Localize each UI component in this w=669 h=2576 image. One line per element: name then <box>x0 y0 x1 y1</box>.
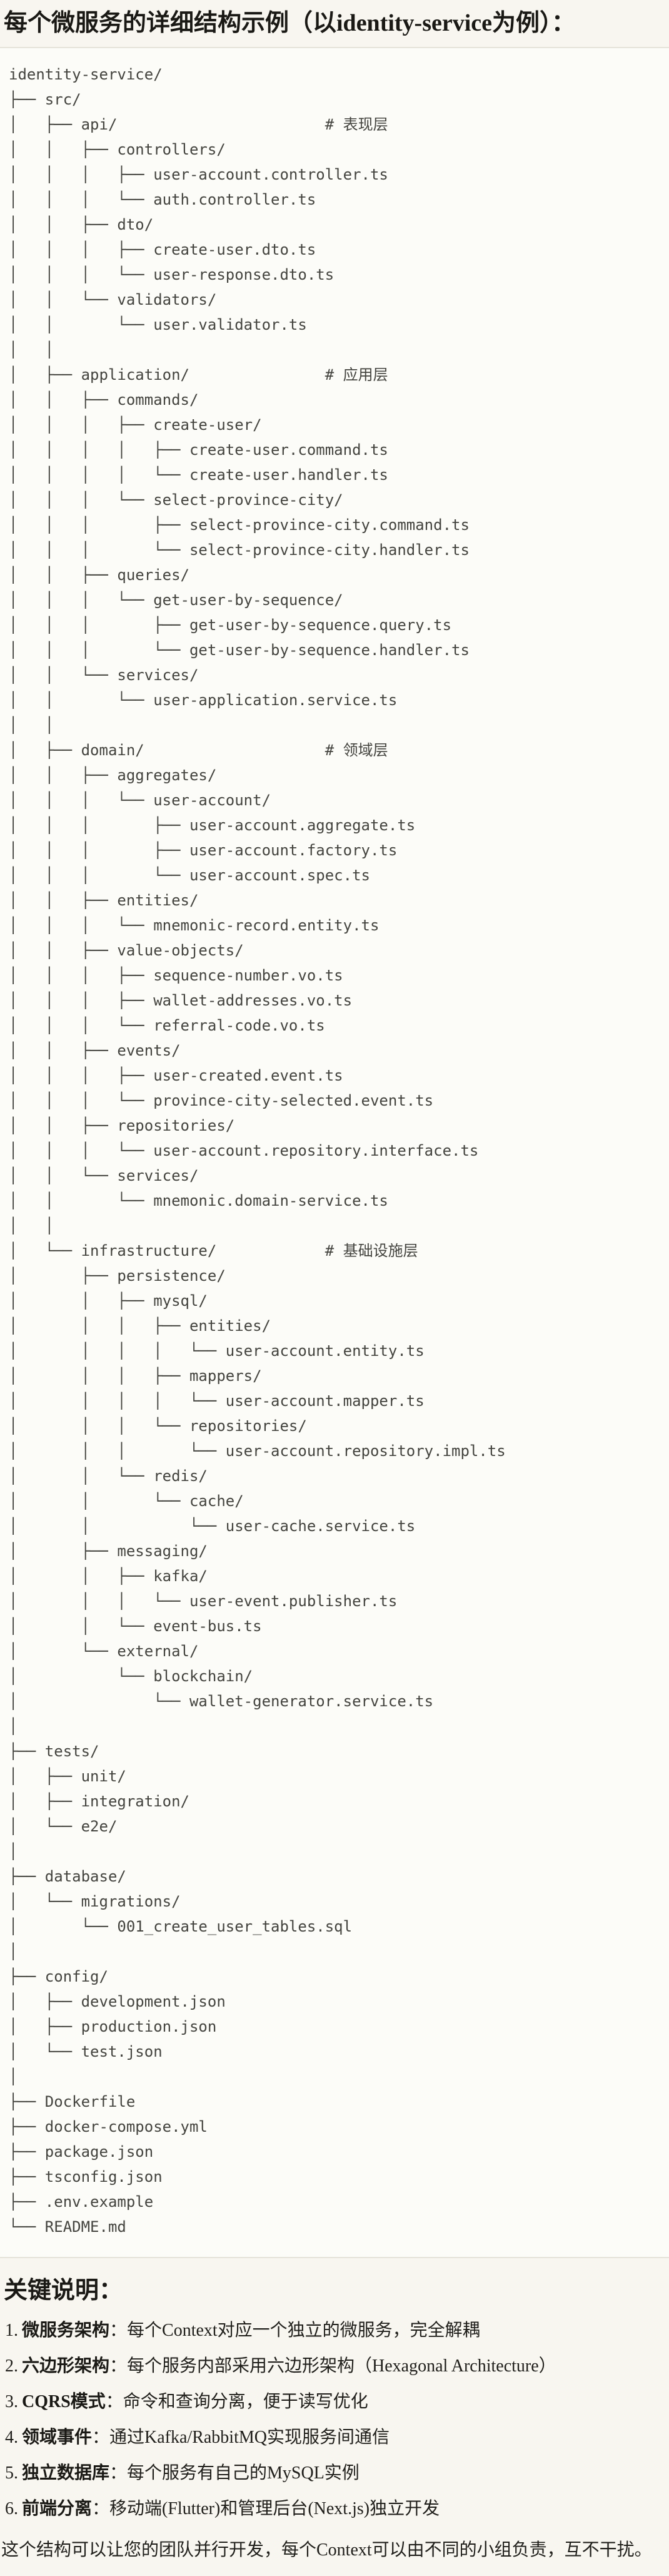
note-number: 2. <box>5 2356 18 2376</box>
note-description: ：每个Context对应一个独立的微服务，完全解耦 <box>109 2320 480 2340</box>
note-description: ：每个服务有自己的MySQL实例 <box>109 2463 360 2483</box>
note-item: 6.前端分离：移动端(Flutter)和管理后台(Next.js)独立开发 <box>5 2498 663 2521</box>
note-item: 3.CQRS模式：命令和查询分离，便于读写优化 <box>5 2391 663 2414</box>
note-description: ：移动端(Flutter)和管理后台(Next.js)独立开发 <box>92 2498 440 2518</box>
note-term: 领域事件 <box>22 2427 93 2447</box>
note-description: ：通过Kafka/RabbitMQ实现服务间通信 <box>92 2427 390 2447</box>
note-term: 微服务架构 <box>22 2320 110 2340</box>
note-term: 六边形架构 <box>22 2356 110 2376</box>
note-term: CQRS模式 <box>22 2391 106 2411</box>
note-number: 6. <box>5 2498 18 2518</box>
note-term: 独立数据库 <box>22 2463 110 2483</box>
notes-list: 1.微服务架构：每个Context对应一个独立的微服务，完全解耦 2.六边形架构… <box>0 2319 669 2521</box>
note-term: 前端分离 <box>22 2498 93 2518</box>
note-item: 5.独立数据库：每个服务有自己的MySQL实例 <box>5 2462 663 2485</box>
note-number: 1. <box>5 2320 18 2340</box>
note-number: 5. <box>5 2463 18 2483</box>
notes-title: 关键说明： <box>4 2278 123 2304</box>
note-item: 1.微服务架构：每个Context对应一个独立的微服务，完全解耦 <box>5 2319 663 2343</box>
note-number: 3. <box>5 2391 18 2411</box>
page-title: 每个微服务的详细结构示例（以identity-service为例）： <box>4 10 576 36</box>
directory-tree: identity-service/ ├── src/ │ ├── api/ # … <box>9 66 506 2236</box>
note-number: 4. <box>5 2427 18 2447</box>
code-block: identity-service/ ├── src/ │ ├── api/ # … <box>0 47 669 2259</box>
closing-paragraph: 这个结构可以让您的团队并行开发，每个Context可以由不同的小组负责，互不干扰… <box>1 2540 652 2560</box>
note-description: ：每个服务内部采用六边形架构（Hexagonal Architecture） <box>109 2356 556 2376</box>
note-item: 2.六边形架构：每个服务内部采用六边形架构（Hexagonal Architec… <box>5 2355 663 2378</box>
note-item: 4.领域事件：通过Kafka/RabbitMQ实现服务间通信 <box>5 2426 663 2450</box>
note-description: ：命令和查询分离，便于读写优化 <box>105 2391 368 2411</box>
